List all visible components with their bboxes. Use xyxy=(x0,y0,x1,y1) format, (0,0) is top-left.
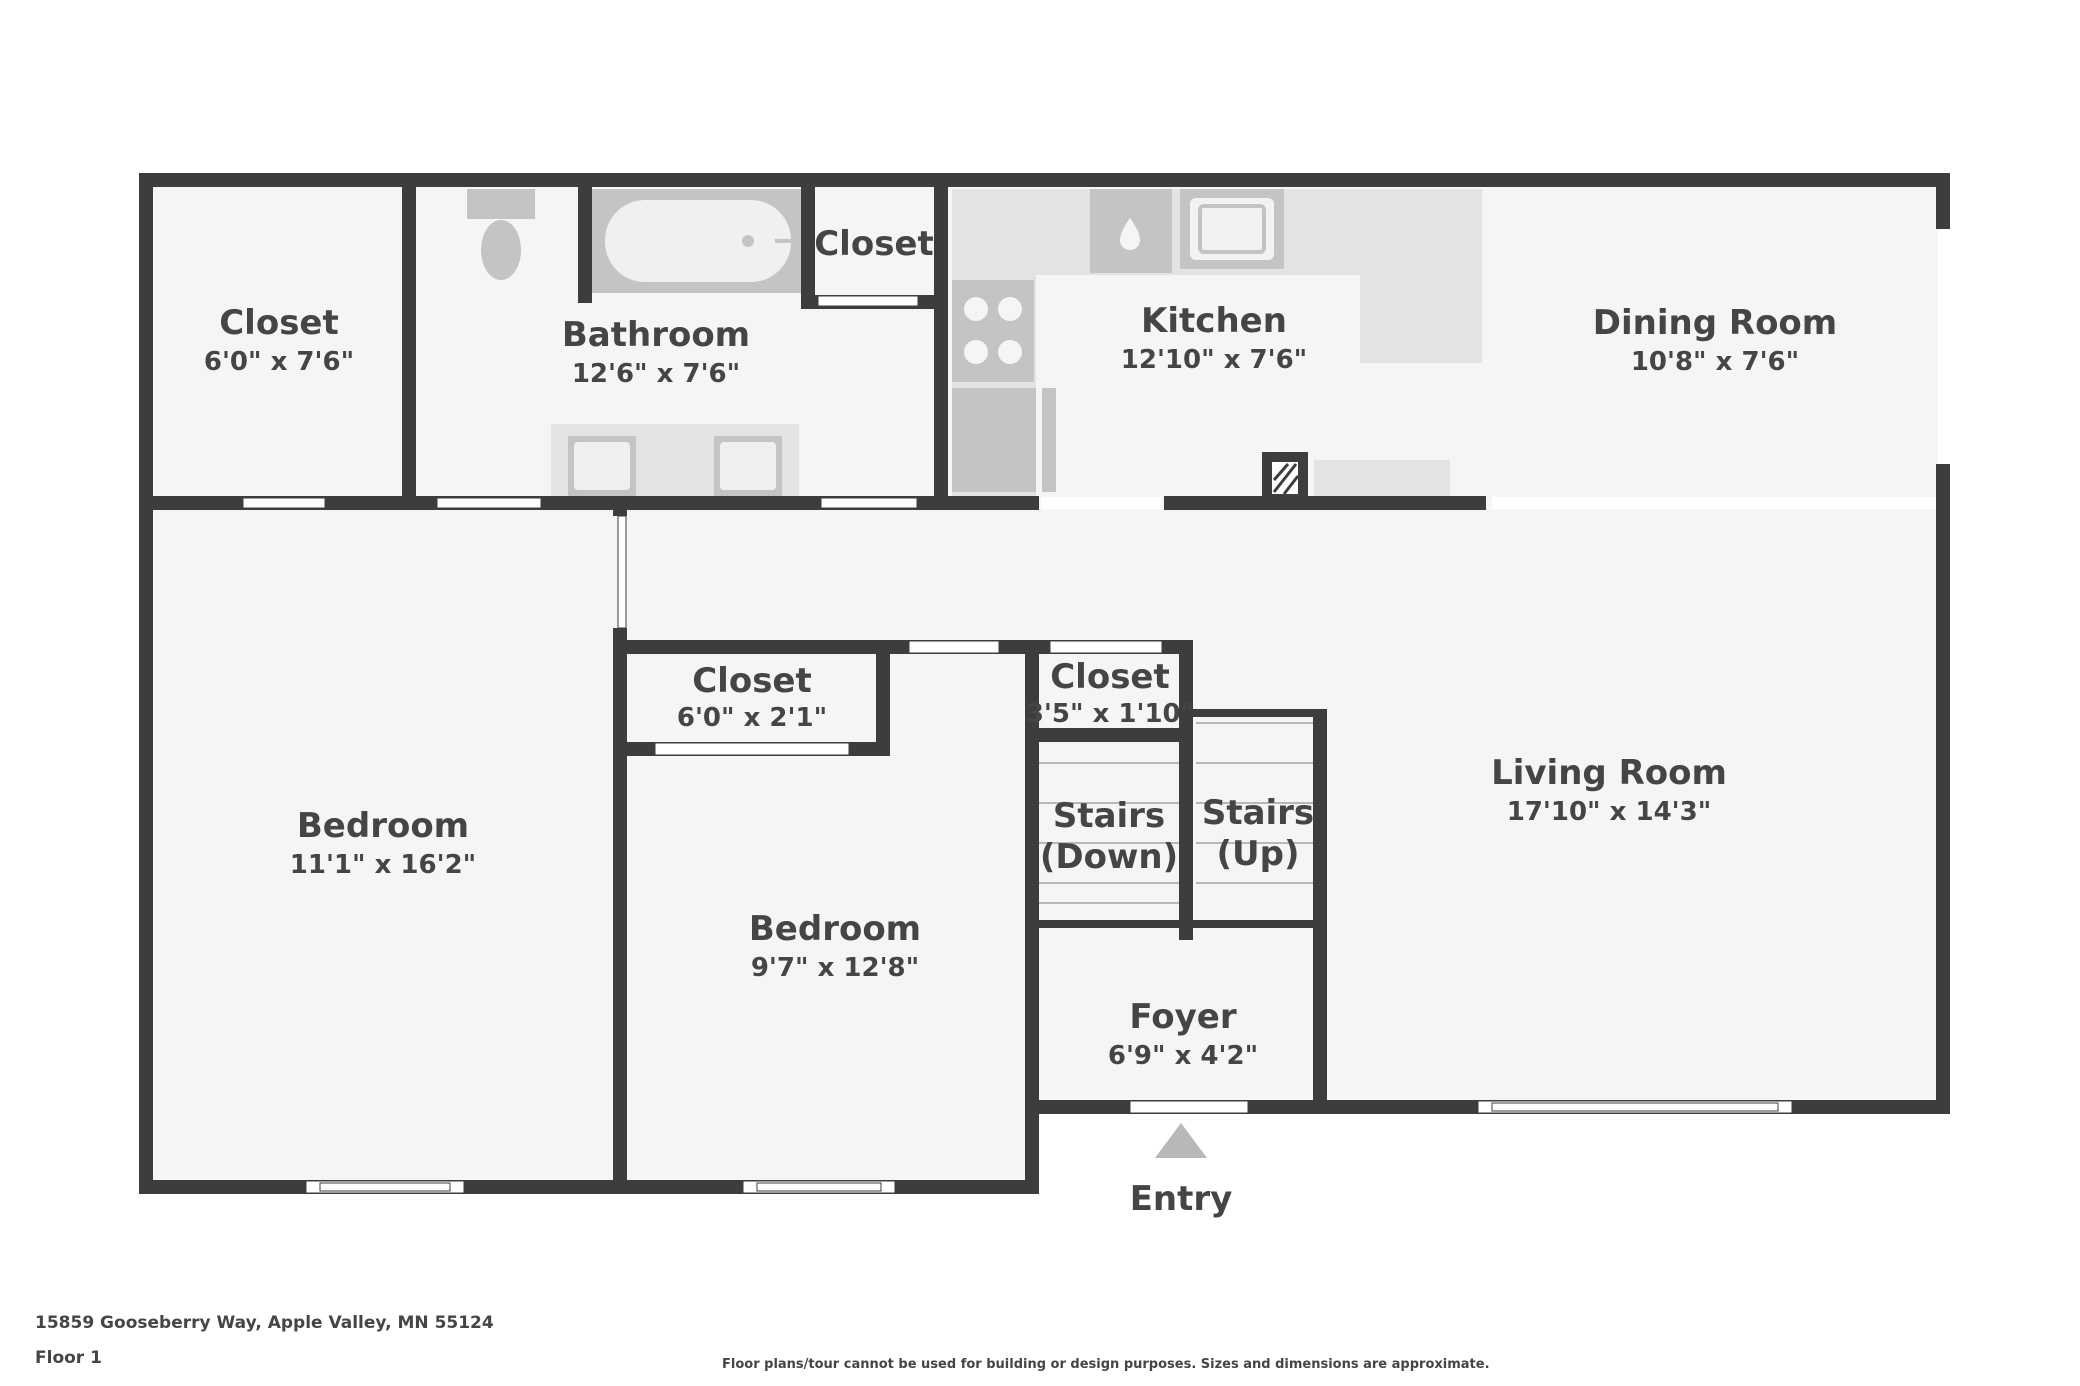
dining-room-name: Dining Room xyxy=(1593,303,1837,343)
bathroom-name: Bathroom xyxy=(562,315,750,355)
stairs-up-name: Stairs xyxy=(1202,793,1314,833)
foyer-dims: 6'9" x 4'2" xyxy=(1108,1041,1258,1071)
stairs-up-sub: (Up) xyxy=(1216,834,1299,874)
walls xyxy=(139,173,1950,1194)
stairs-down-sub: (Down) xyxy=(1040,837,1178,877)
foyer-name: Foyer xyxy=(1129,997,1236,1037)
openings xyxy=(242,230,1948,1194)
kitchen-name: Kitchen xyxy=(1141,301,1287,341)
kitchen-dims: 12'10" x 7'6" xyxy=(1121,345,1307,375)
entry-arrow-icon xyxy=(1155,1123,1207,1158)
toilet-icon xyxy=(467,189,535,219)
closet-4-name: Closet xyxy=(1050,657,1170,697)
dining-room-dims: 10'8" x 7'6" xyxy=(1631,347,1799,377)
room-labels: Closet 6'0" x 7'6" Bathroom 12'6" x 7'6"… xyxy=(204,224,1837,1219)
stove-icon xyxy=(952,280,1034,382)
floor-label: Floor 1 xyxy=(35,1348,102,1368)
fridge-icon xyxy=(952,388,1036,492)
disclaimer-text: Floor plans/tour cannot be used for buil… xyxy=(722,1357,1490,1372)
entry-label: Entry xyxy=(1130,1179,1233,1219)
closet-4-dims: 3'5" x 1'10" xyxy=(1026,699,1194,729)
bedroom-1-name: Bedroom xyxy=(297,806,469,846)
bedroom-2-name: Bedroom xyxy=(749,909,921,949)
closet-2-name: Closet xyxy=(814,224,934,264)
kitchen-fixtures xyxy=(952,189,1482,500)
address-text: 15859 Gooseberry Way, Apple Valley, MN 5… xyxy=(35,1313,494,1333)
bathroom-dims: 12'6" x 7'6" xyxy=(572,359,740,389)
living-room-dims: 17'10" x 14'3" xyxy=(1507,797,1712,827)
closet-3-dims: 6'0" x 2'1" xyxy=(677,703,827,733)
stairs-down-name: Stairs xyxy=(1053,796,1165,836)
closet-1-dims: 6'0" x 7'6" xyxy=(204,347,354,377)
living-room-name: Living Room xyxy=(1491,753,1727,793)
bedroom-2-dims: 9'7" x 12'8" xyxy=(751,953,919,983)
bathroom-fixtures xyxy=(467,189,802,500)
bedroom-1-dims: 11'1" x 16'2" xyxy=(290,850,476,880)
closet-3-name: Closet xyxy=(692,661,812,701)
closet-1-name: Closet xyxy=(219,303,339,343)
